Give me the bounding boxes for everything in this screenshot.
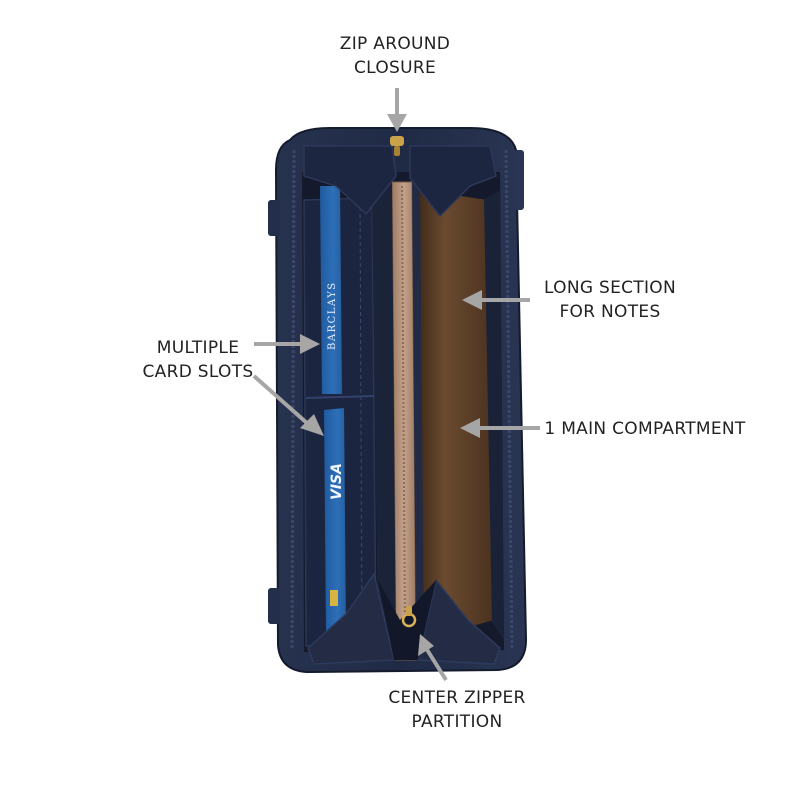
arrow-icon	[387, 88, 407, 132]
bottom-gusset-left	[307, 572, 395, 665]
partition-wall-right	[412, 182, 424, 660]
wallet: BARCLAYS VISA	[268, 127, 528, 674]
center-partition	[391, 181, 417, 661]
card-visa-brand: VISA	[329, 463, 345, 500]
label-long-section-for-notes: LONG SECTION FOR NOTES	[530, 276, 690, 324]
top-gusset-left	[303, 145, 397, 216]
label-line: 1 MAIN COMPARTMENT	[544, 419, 746, 439]
main-compartment-inner-wall	[484, 190, 504, 640]
label-zip-around-closure: ZIP AROUND CLOSURE	[320, 32, 470, 80]
card-barclays-brand: BARCLAYS	[327, 281, 338, 350]
zipper-track-left	[290, 149, 296, 651]
label-center-zipper-partition: CENTER ZIPPER PARTITION	[382, 686, 532, 734]
annotation-arrows	[252, 88, 540, 682]
zipper-track-right	[504, 149, 514, 651]
main-compartment-lining	[418, 190, 494, 640]
arrow-icon	[254, 334, 320, 354]
card-barclays-shape	[320, 186, 342, 394]
card-slot-divider	[305, 395, 375, 399]
arrow-icon	[418, 634, 448, 682]
label-line: CENTER ZIPPER	[388, 688, 526, 708]
label-line: CLOSURE	[353, 58, 436, 78]
card-visa: VISA	[324, 408, 346, 632]
arrow-icon	[462, 290, 530, 310]
wallet-side-tab-top	[268, 200, 280, 236]
arrow-icon	[252, 374, 324, 436]
card-visa-hologram	[330, 590, 338, 606]
label-line: FOR NOTES	[559, 302, 661, 322]
wallet-side-tab-bottom	[268, 588, 280, 624]
zipper-pull-top-icon	[390, 136, 404, 156]
card-visa-shape	[324, 408, 346, 632]
label-line: MULTIPLE	[156, 338, 240, 358]
top-gusset-right	[409, 145, 497, 218]
arrow-icon	[460, 418, 540, 438]
card-slot-stitch	[359, 199, 363, 641]
wallet-side-tab-right-top	[514, 150, 524, 210]
label-line: ZIP AROUND	[339, 34, 451, 54]
card-barclays: BARCLAYS	[320, 186, 342, 394]
label-line: LONG SECTION	[543, 278, 677, 298]
partition-wall-left	[372, 182, 396, 660]
label-line: PARTITION	[411, 712, 503, 732]
label-multiple-card-slots: MULTIPLE CARD SLOTS	[128, 336, 268, 384]
label-line: CARD SLOTS	[142, 362, 254, 382]
label-main-compartment: 1 MAIN COMPARTMENT	[540, 417, 750, 441]
zipper-pull-center-icon	[401, 606, 417, 628]
